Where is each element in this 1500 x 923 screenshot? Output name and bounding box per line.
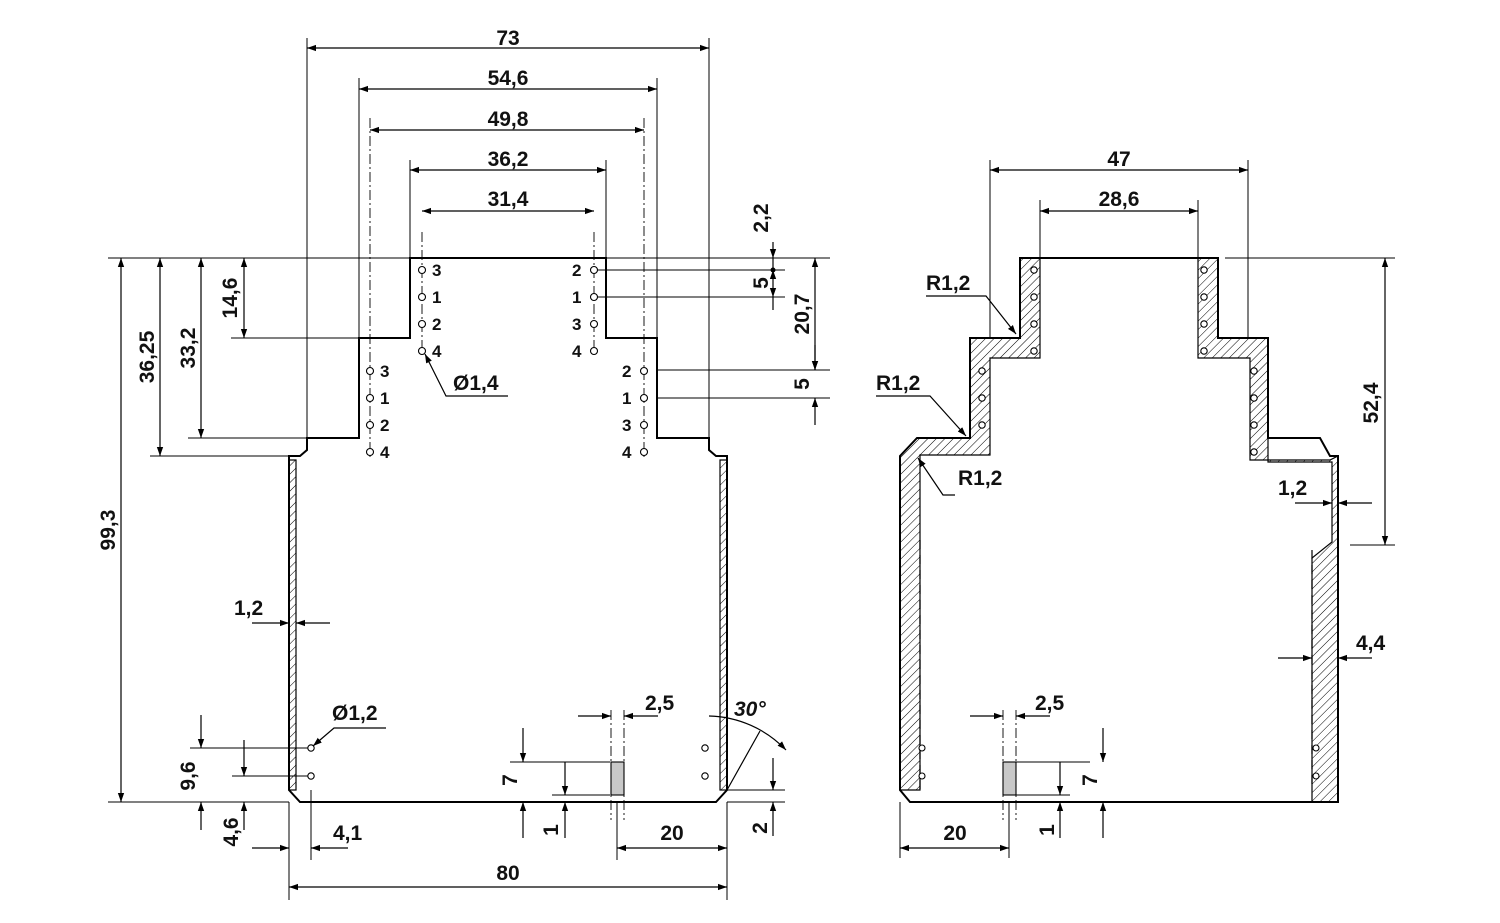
dim-80: 80: [496, 862, 519, 885]
pin-label: 2: [572, 261, 581, 280]
pin-label: 3: [432, 261, 441, 280]
pin-holes: [307, 265, 776, 780]
dim-5-top: 5: [750, 277, 773, 289]
dim-4-1: 4,1: [333, 822, 363, 845]
dim-47: 47: [1107, 148, 1130, 171]
dim-2: 2: [749, 822, 772, 834]
right-slot: [1002, 761, 1017, 796]
pin-label: 1: [432, 288, 441, 307]
horizontal-dims: [252, 44, 727, 891]
dim-9-6: 9,6: [177, 761, 200, 790]
dim-1-right: 1: [1036, 824, 1059, 836]
left-slot: [610, 761, 625, 796]
pin-label: 2: [622, 362, 631, 381]
dim-5-mid: 5: [791, 378, 814, 390]
pin-label: 3: [380, 362, 389, 381]
right-extension-lines: [899, 160, 1395, 858]
pin-label: 4: [432, 342, 442, 361]
dim-4-6: 4,6: [220, 817, 243, 846]
dim-54-6: 54,6: [488, 67, 529, 90]
dim-20-right: 20: [943, 822, 966, 845]
dim-slot-2-5: 2,5: [645, 692, 675, 715]
dim-28-6: 28,6: [1099, 188, 1140, 211]
dim-7-right: 7: [1079, 774, 1102, 786]
left-view: 73 54,6 49,8 36,2 31,4 80 20 4,1 1,2 Ø1,…: [97, 27, 830, 900]
dim-2-2: 2,2: [750, 203, 773, 232]
dim-wall-1-2-right: 1,2: [1278, 477, 1307, 500]
dim-99-3: 99,3: [97, 510, 120, 551]
vertical-dims: [117, 242, 819, 838]
dim-31-4: 31,4: [488, 188, 529, 211]
dim-33-2: 33,2: [177, 328, 200, 369]
dim-r1-2-c: R1,2: [958, 467, 1002, 490]
right-housing-outline: [899, 257, 1339, 803]
pin-label: 1: [622, 389, 631, 408]
left-wall-right: [719, 459, 728, 791]
dim-7: 7: [499, 774, 522, 786]
dim-52-4: 52,4: [1360, 382, 1383, 423]
dim-angle-30: 30°: [734, 698, 766, 721]
pin-label: 1: [572, 288, 581, 307]
pin-label: 4: [622, 443, 632, 462]
dim-1: 1: [540, 824, 563, 836]
pin-label: 1: [380, 389, 389, 408]
dim-slot-2-5-right: 2,5: [1035, 692, 1065, 715]
center-lines: [369, 118, 645, 820]
left-wall-left: [288, 459, 297, 791]
right-view: 47 28,6 20 52,4 7 1 R1,2 R1,2 R1,2 1,2 4…: [876, 148, 1395, 858]
dim-36-2: 36,2: [488, 148, 529, 171]
dim-49-8: 49,8: [488, 108, 529, 131]
dim-73: 73: [496, 27, 519, 50]
dim-20-7: 20,7: [791, 294, 814, 335]
right-holes: [918, 266, 1320, 780]
dim-hole-1-4: Ø1,4: [453, 372, 499, 395]
dim-36-25: 36,25: [136, 330, 159, 383]
pin-label: 3: [572, 315, 581, 334]
dim-r1-2-b: R1,2: [876, 372, 920, 395]
dim-wall-4-4: 4,4: [1356, 632, 1386, 655]
dim-20: 20: [660, 822, 683, 845]
dim-14-6: 14,6: [219, 278, 242, 319]
pin-label: 2: [432, 315, 441, 334]
pin-label: 4: [572, 342, 582, 361]
right-dims: [876, 166, 1389, 852]
left-housing-outline: [288, 257, 728, 803]
dim-r1-2-a: R1,2: [926, 272, 970, 295]
pin-label: 4: [380, 443, 390, 462]
dim-hole-1-2: Ø1,2: [332, 702, 378, 725]
pin-label: 2: [380, 416, 389, 435]
dim-wall-1-2: 1,2: [234, 597, 263, 620]
pin-label: 3: [622, 416, 631, 435]
